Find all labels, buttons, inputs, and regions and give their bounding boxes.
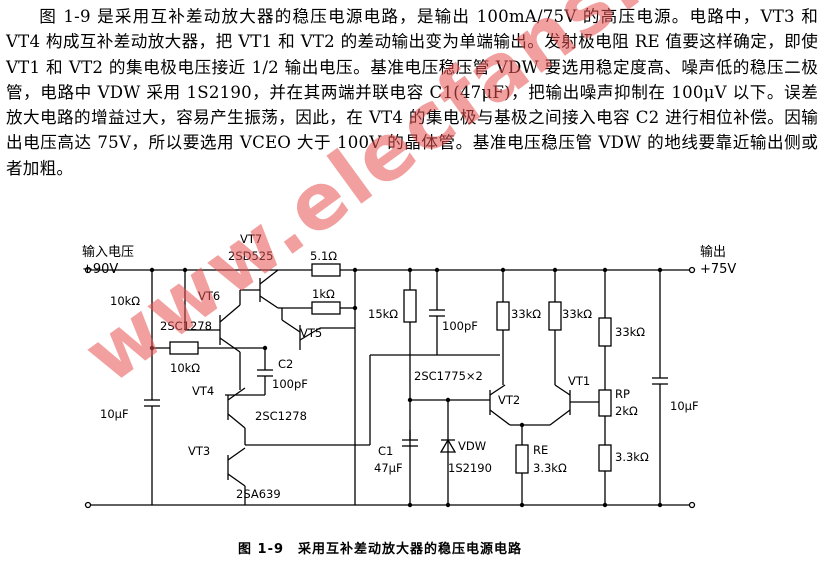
vdw-label: VDW [458,439,486,453]
vt6-part: 2SC1278 [160,319,212,333]
vt3-part: 2SA639 [236,487,281,501]
c2-value: 100pF [272,377,308,391]
r-1k-label: 1kΩ [312,287,335,301]
vt3-label: VT3 [188,444,210,458]
re-value: 3.3kΩ [533,461,567,475]
c-out-label: 10μF [670,399,699,413]
vt5-label: VT5 [300,326,322,340]
vt4-label: VT4 [192,384,214,398]
c-in-label: 10μF [100,407,129,421]
rp-label: RP [615,387,630,401]
vdw-part: 1S2190 [448,461,492,475]
vt7-part: 2SD525 [228,249,273,263]
r-3-3k-label: 3.3kΩ [615,450,649,464]
output-label: 输出 [700,244,726,260]
vt1-label: VT1 [568,374,590,388]
vt7-label: VT7 [240,232,262,246]
c2-label: C2 [278,357,293,371]
r-15k-label: 15kΩ [368,307,398,321]
r-10k-a-label: 10kΩ [110,294,140,308]
input-voltage: +90V [82,262,118,277]
junction-dots [149,267,663,508]
c1-label: C1 [378,444,393,458]
figure-caption: 图 1-9 采用互补差动放大器的稳压电源电路 [238,542,523,557]
vt2-label: VT2 [498,393,520,407]
input-label: 输入电压 [82,244,134,260]
vt6-label: VT6 [198,289,220,303]
vt4-part: 2SC1278 [255,409,307,423]
description-paragraph: 图 1-9 是采用互补差动放大器的稳压电源电路，是输出 100mA/75V 的高… [6,7,818,178]
r-33k-a-label: 33kΩ [511,307,541,321]
r-33k-c-label: 33kΩ [615,325,645,339]
vt1-vt2-part: 2SC1775×2 [414,369,483,383]
output-voltage: +75V [700,262,736,277]
rp-value: 2kΩ [615,404,638,418]
re-label: RE [533,443,548,457]
c-100pf-label: 100pF [442,319,478,333]
r-5-1-label: 5.1Ω [310,249,337,263]
r-10k-b-label: 10kΩ [170,361,200,375]
r-33k-b-label: 33kΩ [562,307,592,321]
c1-value: 47μF [374,461,403,475]
